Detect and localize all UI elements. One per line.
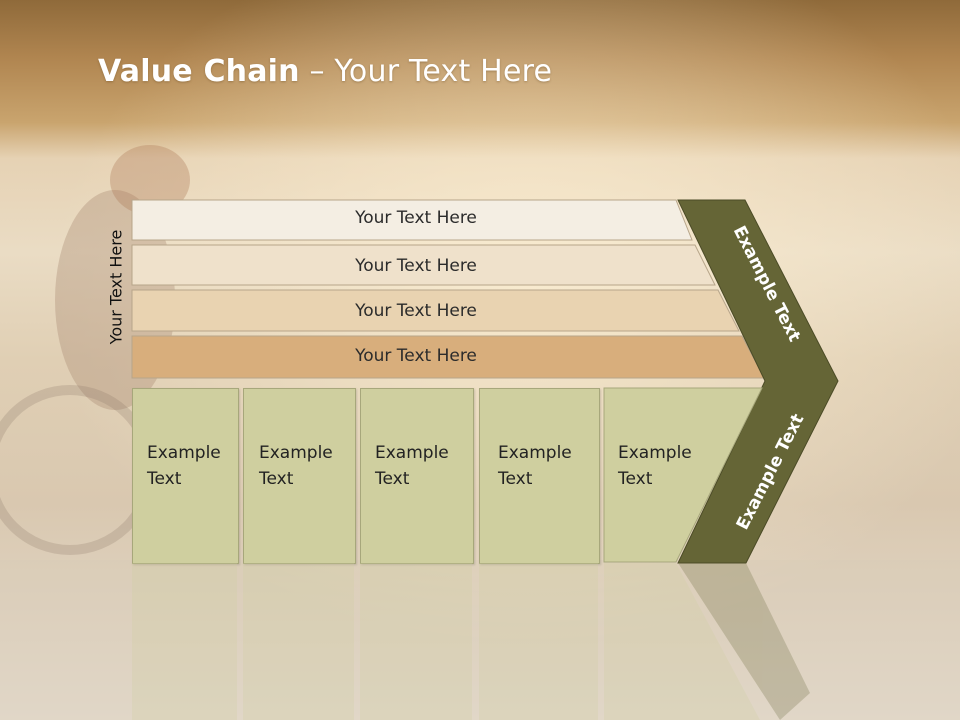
example-box-1-text: Example Text — [147, 440, 221, 492]
example-box-2 — [243, 388, 356, 564]
example-box-4-line1: Example — [498, 443, 572, 463]
example-box-5-shape — [603, 387, 763, 563]
example-box-4-line2: Text — [498, 469, 533, 489]
example-box-3-line1: Example — [375, 443, 449, 463]
example-box-4 — [479, 388, 600, 564]
example-box-3-text: Example Text — [375, 440, 449, 492]
row-label-4: Your Text Here — [355, 346, 477, 366]
row-bar-3 — [131, 289, 740, 332]
row-bar-1 — [131, 199, 693, 241]
example-box-1-line2: Text — [147, 469, 182, 489]
example-box-2-text: Example Text — [259, 440, 333, 492]
slide-title-rest: – Your Text Here — [299, 54, 553, 89]
example-box-5-line2: Text — [618, 469, 653, 489]
row-label-1: Your Text Here — [355, 208, 477, 228]
example-box-2-line1: Example — [259, 443, 333, 463]
row-label-3: Your Text Here — [355, 301, 477, 321]
slide-title-bold: Value Chain — [98, 54, 300, 89]
value-chain-chevron — [677, 199, 839, 564]
example-box-5-line1: Example — [618, 443, 692, 463]
example-box-1 — [132, 388, 239, 564]
example-box-2-line2: Text — [259, 469, 294, 489]
row-label-2: Your Text Here — [355, 256, 477, 276]
example-box-3-line2: Text — [375, 469, 410, 489]
slide-title: Value Chain – Your Text Here — [98, 54, 552, 89]
example-box-3 — [360, 388, 474, 564]
example-box-4-text: Example Text — [498, 440, 572, 492]
row-bar-2 — [131, 244, 716, 286]
example-box-5-text: Example Text — [618, 440, 692, 492]
example-box-1-line1: Example — [147, 443, 221, 463]
